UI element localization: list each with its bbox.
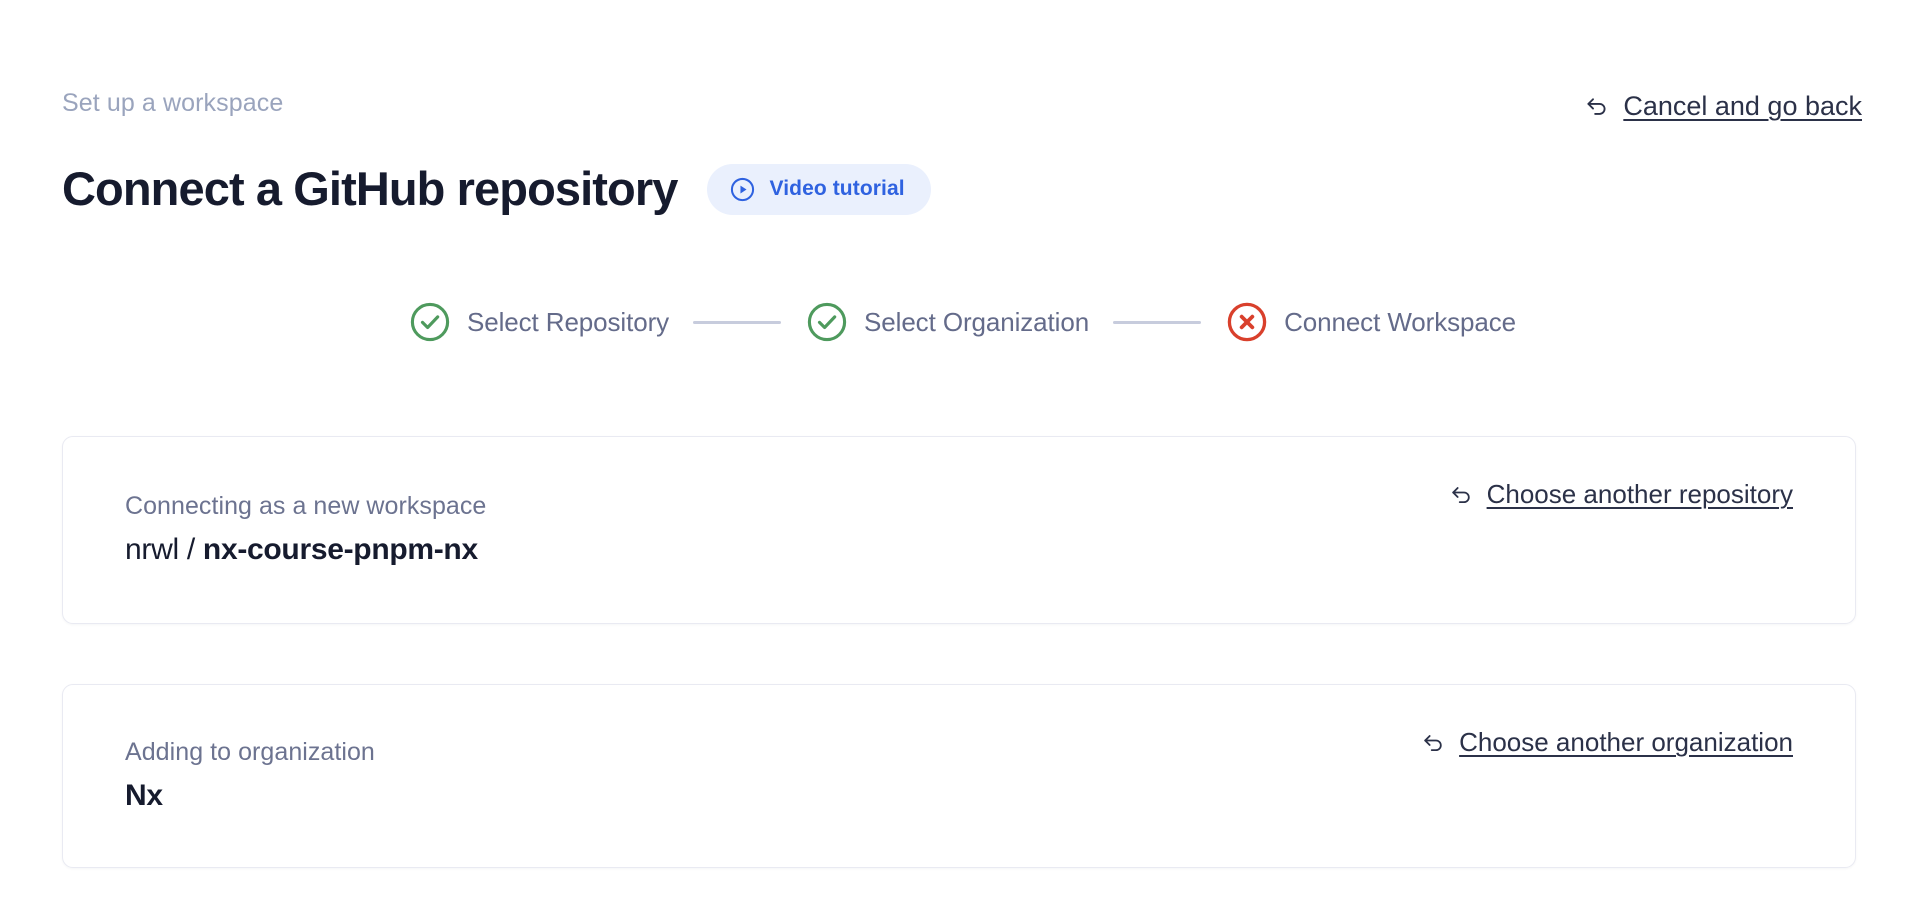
repository-owner: nrwl /: [125, 533, 203, 566]
undo-arrow-icon: [1420, 729, 1447, 756]
stepper-step-select-organization[interactable]: Select Organization: [805, 300, 1089, 344]
check-circle-icon: [408, 300, 452, 344]
repository-card-inner: Connecting as a new workspace nrwl / nx-…: [63, 437, 1855, 623]
stepper-connector-1: [693, 320, 782, 324]
cancel-and-go-back-label: Cancel and go back: [1623, 91, 1862, 121]
organization-name: Nx: [125, 779, 163, 812]
undo-arrow-icon: [1583, 92, 1611, 120]
choose-another-organization-label: Choose another organization: [1459, 727, 1793, 757]
organization-card-caption: Adding to organization: [125, 738, 375, 766]
stepper-step-connect-workspace[interactable]: Connect Workspace: [1225, 300, 1516, 344]
x-circle-icon: [1225, 300, 1269, 344]
stepper-label-select-organization: Select Organization: [864, 307, 1090, 337]
title-row: Connect a GitHub repository Video tutori…: [62, 130, 1862, 249]
choose-another-repository-label: Choose another repository: [1486, 479, 1793, 509]
check-circle-icon: [805, 300, 849, 344]
organization-card-value: Nx: [125, 777, 1793, 815]
play-circle-icon: [729, 176, 756, 203]
choose-another-repository-link[interactable]: Choose another repository: [1448, 479, 1793, 510]
breadcrumb-eyebrow: Set up a workspace: [62, 89, 284, 117]
page-title: Connect a GitHub repository: [62, 162, 678, 216]
repository-card-caption: Connecting as a new workspace: [125, 492, 487, 520]
stepper-label-select-repository: Select Repository: [466, 307, 670, 337]
stepper-label-connect-workspace: Connect Workspace: [1284, 307, 1516, 337]
video-tutorial-label: Video tutorial: [769, 177, 905, 201]
setup-stepper: Select Repository Select Organization Co…: [0, 300, 1924, 344]
video-tutorial-button[interactable]: Video tutorial: [707, 163, 931, 215]
choose-another-organization-link[interactable]: Choose another organization: [1420, 727, 1793, 758]
organization-card-inner: Adding to organization Nx Choose another…: [63, 685, 1855, 867]
stepper-step-select-repository[interactable]: Select Repository: [408, 300, 669, 344]
page-header: Set up a workspace Connect a GitHub repo…: [62, 88, 1862, 215]
undo-arrow-icon: [1448, 481, 1475, 508]
stepper-connector-2: [1113, 320, 1202, 324]
repository-name: nx-course-pnpm-nx: [202, 533, 478, 566]
repository-card-value: nrwl / nx-course-pnpm-nx: [125, 531, 1793, 569]
cancel-and-go-back-link[interactable]: Cancel and go back: [1583, 90, 1862, 122]
organization-card: Adding to organization Nx Choose another…: [62, 684, 1856, 868]
repository-card: Connecting as a new workspace nrwl / nx-…: [62, 436, 1856, 624]
